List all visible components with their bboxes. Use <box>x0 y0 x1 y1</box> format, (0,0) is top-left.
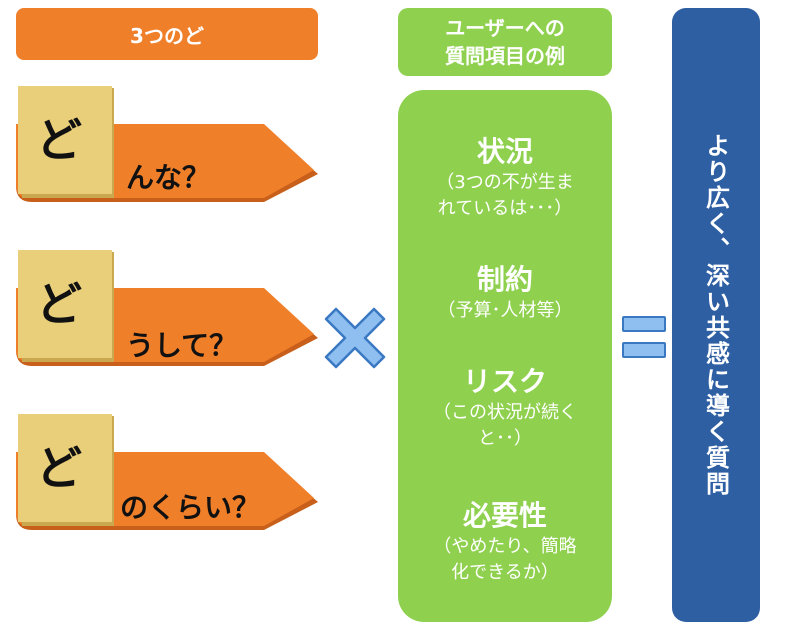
equals-bar-top <box>622 316 666 332</box>
question-item-title: 必要性 <box>462 499 547 532</box>
question-examples-header-line2: 質問項目の例 <box>445 44 565 68</box>
result-bar: より広く、深い共感に導く質問 <box>672 8 760 622</box>
do-block-how-much: ど のくらい？ <box>14 414 324 534</box>
do-char: ど <box>36 277 82 331</box>
do-block-how-much-shape <box>16 414 318 530</box>
question-items-panel: 状況 （3つの不が生ま れているは･･･） 制約 （予算･人材等） リスク （こ… <box>398 90 612 622</box>
question-item-note-line2: と･･） <box>478 428 532 449</box>
do-char: ど <box>36 441 82 495</box>
question-item-necessity: 必要性 （やめたり、簡略 化できるか） <box>398 498 612 586</box>
question-item-title: 制約 <box>476 263 533 296</box>
multiply-cross-icon <box>324 307 386 369</box>
result-text: より広く、深い共感に導く質問 <box>701 133 730 497</box>
equals-bar-bottom <box>622 342 666 358</box>
question-item-situation: 状況 （3つの不が生ま れているは･･･） <box>398 134 612 222</box>
question-item-title: リスク <box>462 365 547 398</box>
do-word-how-much: のくらい？ <box>120 491 261 524</box>
question-examples-header: ユーザーへの 質問項目の例 <box>398 8 612 76</box>
do-block-what: ど んな？ <box>14 86 324 206</box>
question-item-constraints: 制約 （予算･人材等） <box>398 262 612 324</box>
question-item-note-line1: （この状況が続く <box>433 402 577 423</box>
question-item-risk: リスク （この状況が続く と･･） <box>398 364 612 452</box>
do-word-what: んな？ <box>126 161 211 194</box>
three-do-header: 3つのど <box>16 8 318 60</box>
do-word-why: うして？ <box>126 329 238 362</box>
three-do-header-label: 3つのど <box>130 23 204 48</box>
do-block-what-shape <box>16 86 318 202</box>
question-item-note-line1: （3つの不が生ま <box>436 172 574 193</box>
question-item-note-line1: （やめたり、簡略 <box>433 536 577 557</box>
question-item-note-line2: 化できるか） <box>451 562 559 583</box>
question-item-note-line1: （予算･人材等） <box>437 300 573 321</box>
question-examples-header-line1: ユーザーへの <box>445 16 565 40</box>
do-block-why-shape <box>16 250 318 366</box>
question-item-title: 状況 <box>476 135 533 168</box>
do-block-why: ど うして？ <box>14 250 324 370</box>
do-char: ど <box>36 113 82 167</box>
question-item-note-line2: れているは･･･） <box>437 198 573 219</box>
